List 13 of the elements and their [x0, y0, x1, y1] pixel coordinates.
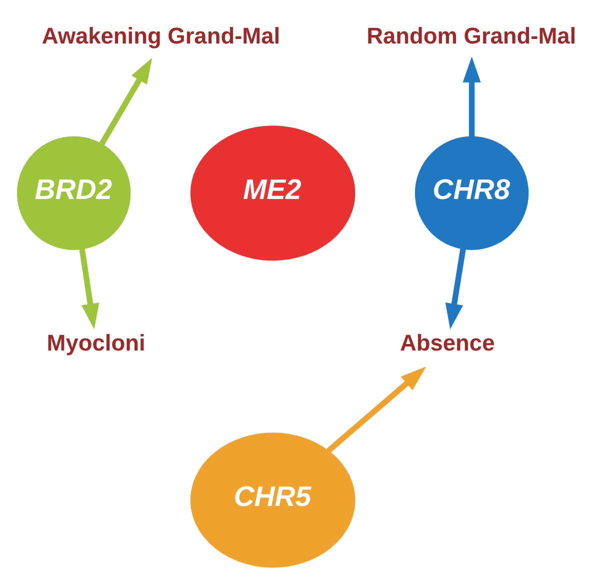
node-text: Absence — [400, 330, 494, 356]
node-ellipse: CHR5 — [190, 432, 355, 568]
arrow — [78, 248, 99, 330]
node-circle: BRD2 — [16, 136, 130, 250]
node-circle: CHR8 — [414, 136, 528, 250]
node-text: Awakening Grand-Mal — [41, 22, 280, 49]
arrow — [326, 366, 426, 453]
node-ellipse: ME2 — [190, 126, 355, 261]
node-text: Myocloni — [46, 330, 145, 356]
arrow — [462, 56, 480, 137]
node-text: Random Grand-Mal — [366, 22, 576, 49]
arrow — [98, 58, 152, 146]
arrow — [444, 248, 466, 330]
